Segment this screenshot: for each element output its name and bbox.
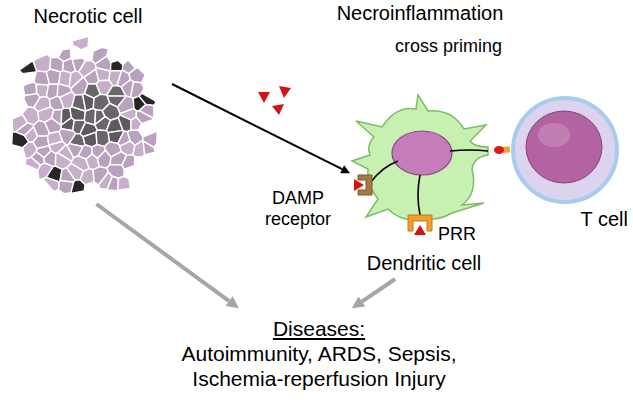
cell-body — [352, 95, 488, 220]
pamp-molecule — [414, 225, 426, 235]
damp-molecule — [354, 179, 364, 191]
receptor-label: DAMP receptor — [250, 188, 346, 229]
cell-fragment — [71, 180, 85, 194]
cell-fragment — [110, 60, 122, 70]
necrotic-cell: Necrotic cell — [4, 4, 172, 204]
cell-fragment — [72, 36, 88, 50]
cell-fragment — [31, 152, 44, 165]
damp-molecule — [258, 92, 270, 103]
cell-fragment — [118, 115, 131, 132]
section-title: Necroinflammation — [320, 2, 520, 25]
cell-title: Necrotic cell — [4, 4, 172, 28]
receptor-label: PRR — [438, 224, 476, 245]
cell-fragments — [12, 36, 158, 194]
cell-name: Dendritic cell — [352, 251, 496, 275]
nucleus-highlight — [538, 123, 570, 147]
signal-line — [418, 175, 420, 215]
disease-list: Diseases:Autoimmunity, ARDS, Sepsis, Isc… — [150, 310, 488, 392]
disease-arrow — [96, 204, 229, 301]
antigen-dot — [494, 146, 504, 154]
signal-line — [370, 161, 398, 183]
process-label: cross priming — [395, 36, 502, 57]
cell-fragment — [118, 176, 131, 190]
disease-names: Autoimmunity, ARDS, Sepsis, Ischemia-rep… — [150, 341, 488, 391]
disease-arrow — [362, 279, 395, 302]
necrotic-cell-shape — [4, 4, 172, 204]
cell-name: T cell — [510, 207, 628, 231]
cell-fragment — [131, 117, 142, 130]
cell-nucleus — [526, 111, 602, 183]
release-arrow — [172, 84, 342, 169]
connector-group — [96, 84, 510, 302]
list-heading: Diseases: — [150, 316, 488, 341]
cell-fragment — [122, 155, 135, 169]
damp-molecule — [272, 104, 284, 115]
cell-body — [513, 98, 617, 202]
cell-fragment — [43, 177, 59, 191]
dendritic-cell: Dendritic cell — [352, 95, 496, 279]
dendritic-cell-shape — [352, 95, 496, 279]
signal-line — [450, 150, 488, 151]
cell-fragment — [96, 68, 110, 81]
damp-molecule — [279, 86, 291, 98]
cell-fragment — [107, 176, 118, 190]
cell-fragment — [139, 104, 154, 118]
signal-lines — [370, 150, 488, 215]
cell-fragment — [139, 93, 156, 105]
cell-fragment — [33, 54, 50, 72]
cell-nucleus — [392, 131, 452, 175]
cell-fragment — [143, 141, 155, 155]
t-cell: T cell — [510, 95, 628, 231]
